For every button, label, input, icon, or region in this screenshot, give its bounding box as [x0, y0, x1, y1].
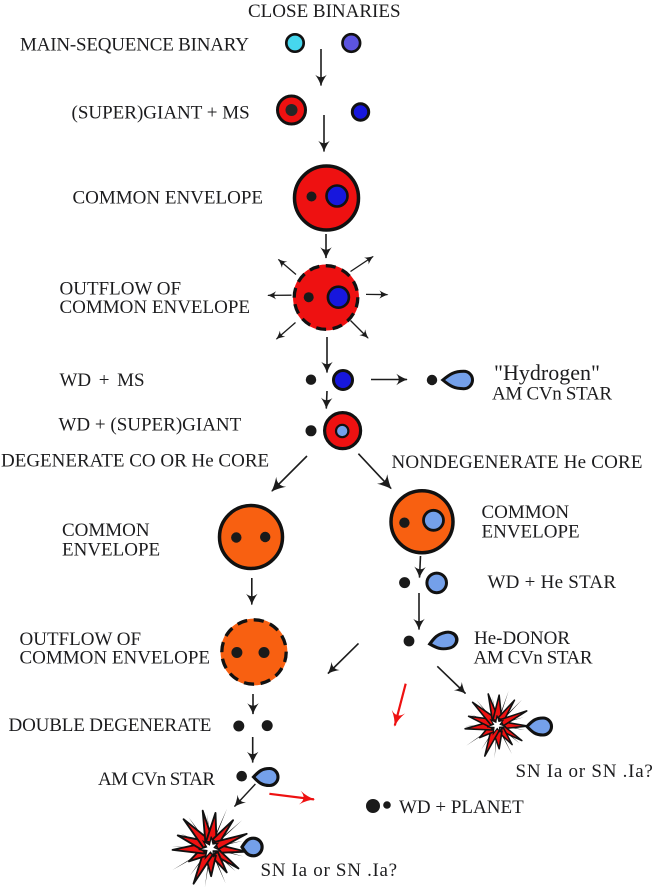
svg-text:AM CVn STAR: AM CVn STAR [474, 648, 593, 669]
svg-text:WD + MS: WD + MS [60, 370, 145, 391]
svg-text:COMMON ENVELOPE: COMMON ENVELOPE [20, 648, 211, 669]
svg-text:AM CVn STAR: AM CVn STAR [492, 384, 612, 405]
svg-text:AM CVn STAR: AM CVn STAR [98, 769, 215, 790]
svg-text:DOUBLE DEGENERATE: DOUBLE DEGENERATE [9, 715, 212, 736]
svg-text:WD + PLANET: WD + PLANET [399, 797, 524, 818]
svg-text:WD + (SUPER)GIANT: WD + (SUPER)GIANT [59, 415, 242, 436]
svg-text:COMMON: COMMON [482, 502, 570, 523]
svg-text:COMMON ENVELOPE: COMMON ENVELOPE [73, 188, 264, 209]
svg-text:MAIN-SEQUENCE BINARY: MAIN-SEQUENCE BINARY [20, 35, 249, 56]
svg-text:ENVELOPE: ENVELOPE [482, 522, 580, 543]
svg-text:"Hydrogen": "Hydrogen" [494, 360, 600, 385]
svg-text:WD + He STAR: WD + He STAR [488, 572, 617, 593]
svg-text:He-DONOR: He-DONOR [474, 628, 570, 649]
svg-text:ENVELOPE: ENVELOPE [62, 540, 160, 561]
svg-text:COMMON ENVELOPE: COMMON ENVELOPE [60, 297, 251, 318]
svg-text:COMMON: COMMON [62, 520, 150, 541]
svg-text:DEGENERATE CO OR He CORE: DEGENERATE CO OR He CORE [1, 451, 269, 472]
svg-text:CLOSE BINARIES: CLOSE BINARIES [248, 1, 401, 22]
svg-text:NONDEGENERATE He CORE: NONDEGENERATE He CORE [392, 452, 643, 473]
svg-text:SN Ia or SN .Ia?: SN Ia or SN .Ia? [261, 860, 398, 881]
svg-text:SN Ia or SN .Ia?: SN Ia or SN .Ia? [516, 761, 654, 782]
svg-text:(SUPER)GIANT + MS: (SUPER)GIANT + MS [72, 103, 250, 124]
